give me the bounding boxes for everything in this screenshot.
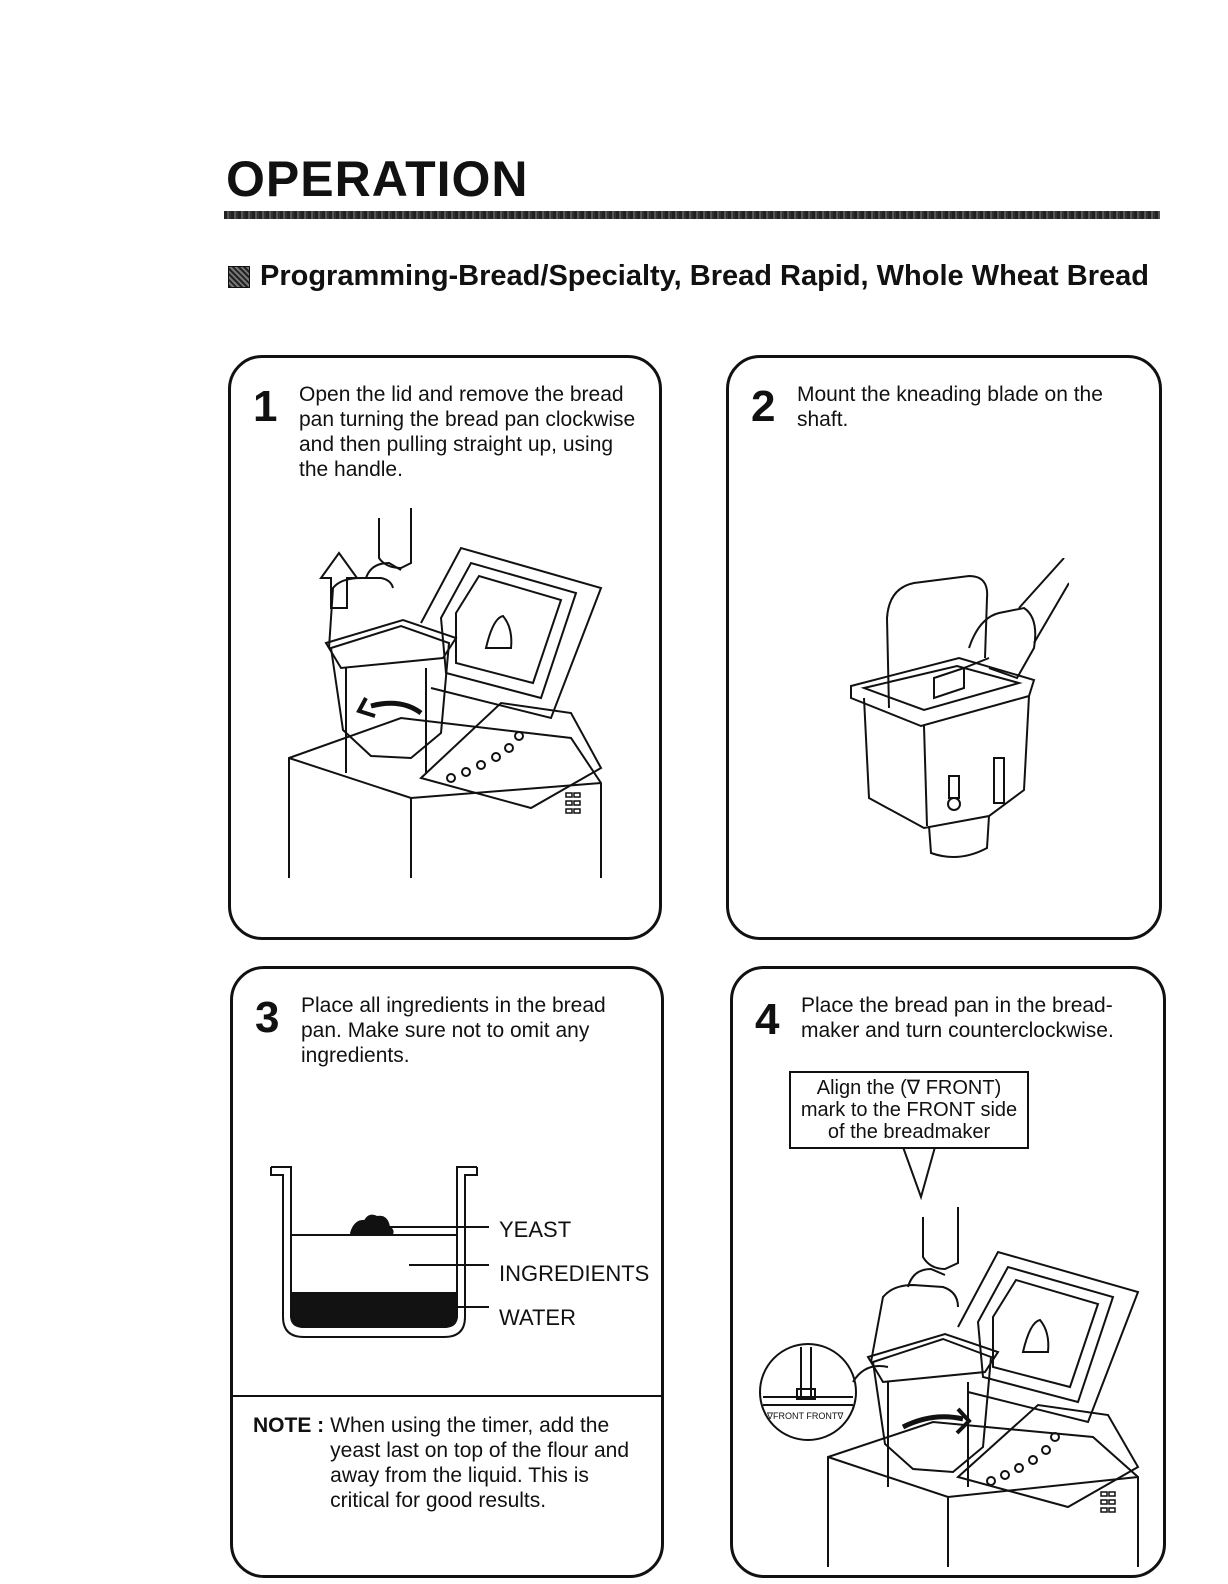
yeast-label: YEAST [499, 1217, 572, 1242]
step-instruction: Mount the kneading blade on the shaft. [797, 383, 1103, 431]
note: NOTE : When using the timer, add the yea… [253, 1413, 649, 1513]
section-heading: Programming-Bread/Specialty, Bread Rapid… [228, 260, 1149, 293]
step-4-panel: 4 Place the bread pan in the bread-maker… [730, 966, 1166, 1578]
step-number: 4 [755, 995, 780, 1044]
step-number: 2 [751, 382, 776, 431]
step-instruction: Place all ingredients in the bread pan. … [301, 994, 606, 1067]
step-instruction: Open the lid and remove the bread pan tu… [299, 383, 636, 481]
step-number: 1 [253, 382, 278, 431]
step-1-panel: 1 Open the lid and remove the bread pan … [228, 355, 662, 940]
note-label: NOTE : [253, 1414, 325, 1437]
front-mark-label: ∇FRONT FRONT∇ [766, 1411, 844, 1421]
insert-bread-pan-illustration: ∇FRONT FRONT∇ [759, 1147, 1140, 1567]
align-front-callout: Align the (∇ FRONT) mark to the FRONT si… [789, 1071, 1029, 1149]
step-number: 3 [255, 993, 280, 1042]
step-3-panel: 3 Place all ingredients in the bread pan… [230, 966, 664, 1578]
water-label: WATER [499, 1305, 576, 1330]
step-instruction: Place the bread pan in the bread-maker a… [801, 994, 1114, 1042]
title-rule [224, 211, 1160, 219]
section-heading-text: Programming-Bread/Specialty, Bread Rapid… [260, 260, 1149, 292]
square-bullet-icon [228, 265, 250, 288]
step-2-panel: 2 Mount the kneading blade on the shaft. [726, 355, 1162, 940]
page-title: OPERATION [226, 151, 529, 207]
note-text: When using the timer, add the yeast last… [330, 1414, 630, 1512]
ingredient-layers-diagram [270, 1166, 489, 1338]
kneading-blade-illustration [850, 558, 1069, 858]
ingredients-label: INGREDIENTS [499, 1261, 650, 1286]
note-divider [233, 1395, 661, 1397]
remove-bread-pan-illustration [288, 508, 603, 878]
